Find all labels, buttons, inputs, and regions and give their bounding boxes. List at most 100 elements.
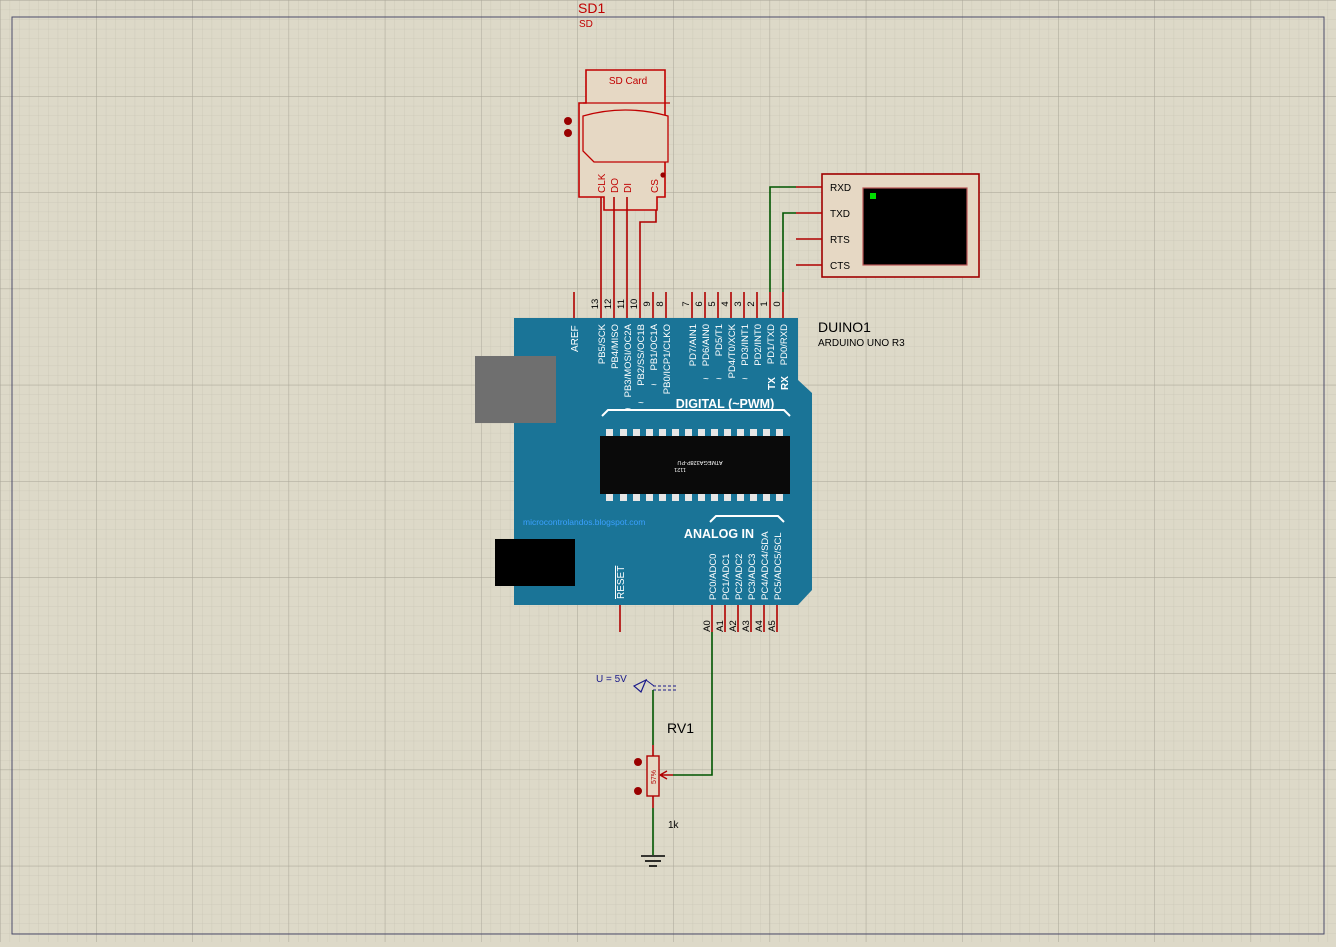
sd-ref-label: SD1 <box>578 0 605 16</box>
digital-bracket <box>601 409 791 417</box>
svg-text:~: ~ <box>703 374 709 385</box>
pot-position: 57% <box>651 770 658 784</box>
pot-button-down[interactable] <box>634 787 642 795</box>
svg-text:A2: A2 <box>728 620 739 632</box>
wire-rxd-tx <box>769 186 796 292</box>
svg-text:9: 9 <box>642 301 653 306</box>
supply-label: U = 5V <box>596 674 627 685</box>
sd-card-label: SD Card <box>609 76 647 87</box>
svg-text:PC5/ADC5/SCL: PC5/ADC5/SCL <box>773 532 784 600</box>
watermark-text: microcontrolandos.blogspot.com <box>523 517 645 527</box>
terminal-pin-cts: CTS <box>830 261 850 272</box>
sd-pin1-dot <box>660 172 666 178</box>
virtual-terminal[interactable]: RXD TXD RTS CTS <box>796 173 980 278</box>
svg-text:A5: A5 <box>767 620 778 632</box>
chip-body <box>600 436 790 494</box>
svg-text:~: ~ <box>651 380 657 391</box>
sd-led-1 <box>564 117 572 125</box>
svg-text:PC2/ADC2: PC2/ADC2 <box>734 554 745 600</box>
pin-reset: RESET <box>616 566 627 599</box>
svg-text:1: 1 <box>759 301 770 306</box>
chip-top-pins <box>606 429 783 437</box>
svg-text:6: 6 <box>694 301 705 306</box>
svg-text:~: ~ <box>638 398 644 409</box>
svg-text:4: 4 <box>720 301 731 306</box>
sd-pin-do: DO <box>610 178 621 193</box>
wire-cs-10 <box>639 210 657 292</box>
arduino-value-label: ARDUINO UNO R3 <box>818 338 905 349</box>
svg-text:0: 0 <box>772 301 783 306</box>
arduino-uno[interactable]: ATMEGA328P-PU 1121 DIGITAL (~PWM) ANALOG… <box>475 292 905 632</box>
svg-text:PC0/ADC0: PC0/ADC0 <box>708 554 719 600</box>
chip-label: ATMEGA328P-PU <box>677 459 722 465</box>
wire-wiper-a0 <box>673 632 713 776</box>
analog-pin-names: PC0/ADC0 PC1/ADC1 PC2/ADC2 PC3/ADC3 PC4/… <box>708 531 784 600</box>
supply-arrow-tail <box>645 679 655 687</box>
svg-text:8: 8 <box>655 301 666 306</box>
pwm-markers: ~ ~ ~ ~ ~ ~ <box>625 374 748 415</box>
svg-text:~: ~ <box>716 374 722 385</box>
pin-name-2: PD2/INT0 <box>753 324 764 366</box>
pin-name-5: PD5/T1 <box>714 324 725 356</box>
terminal-pin-rxd: RXD <box>830 183 851 194</box>
usb-connector <box>475 356 556 423</box>
pin-name-10: PB2/SS/OC1B <box>636 324 647 386</box>
pin-name-6: PD6/AIN0 <box>701 324 712 366</box>
svg-text:A4: A4 <box>754 620 765 632</box>
rx-label: RX <box>780 376 791 390</box>
wire-txd-rx <box>782 212 796 292</box>
atmega-chip: ATMEGA328P-PU 1121 <box>600 429 790 501</box>
sd-value-label: SD <box>579 19 593 30</box>
pot-ref-label: RV1 <box>667 720 694 736</box>
terminal-pin-txd: TXD <box>830 209 850 220</box>
analog-bracket <box>709 515 785 523</box>
sheet-border <box>11 16 1325 935</box>
svg-text:PC4/ADC4/SDA: PC4/ADC4/SDA <box>760 531 771 600</box>
pin-name-13: PB5/SCK <box>597 323 608 364</box>
pot-value-label: 1k <box>668 820 680 831</box>
pin-name-8: PB0/ICP1/CLKO <box>662 324 673 394</box>
digital-pin-names: PB5/SCK PB4/MISO PB3/MOSI/OC2A PB2/SS/OC… <box>597 323 790 397</box>
sd-card-component[interactable]: SD1 SD SD Card CLK DO DI CS <box>564 0 670 211</box>
svg-text:PC3/ADC3: PC3/ADC3 <box>747 554 758 600</box>
sd-led-2 <box>564 129 572 137</box>
pin-name-0: PD0/RXD <box>779 324 790 365</box>
svg-text:2: 2 <box>746 301 757 306</box>
power-jack <box>495 539 575 586</box>
sd-pin-di: DI <box>623 183 634 193</box>
svg-text:~: ~ <box>625 404 631 415</box>
digital-pin-stubs <box>573 292 784 318</box>
terminal-cursor <box>870 193 876 199</box>
svg-text:5: 5 <box>707 301 718 306</box>
sd-card-slot <box>582 109 669 163</box>
sd-pin-cs: CS <box>650 179 661 193</box>
sd-pin-clk: CLK <box>597 173 608 193</box>
pot-button-up[interactable] <box>634 758 642 766</box>
pin-name-7: PD7/AIN1 <box>688 324 699 366</box>
analog-pin-stubs <box>619 605 778 632</box>
pot-wiper-arrow-icon <box>659 770 673 780</box>
pin-name-11: PB3/MOSI/OC2A <box>623 323 634 397</box>
arduino-ref-label: DUINO1 <box>818 319 871 335</box>
pin-name-4: PD4/T0/XCK <box>727 323 738 378</box>
pin-name-1: PD1/TXD <box>766 324 777 364</box>
chip-bottom-pins <box>606 493 783 501</box>
svg-text:A3: A3 <box>741 620 752 632</box>
svg-text:11: 11 <box>616 299 627 309</box>
analog-title: ANALOG IN <box>684 527 754 541</box>
digital-pin-numbers: 13 12 11 10 9 8 7 6 5 4 3 2 1 0 <box>590 299 783 310</box>
svg-text:7: 7 <box>681 301 692 306</box>
pin-name-12: PB4/MISO <box>610 324 621 369</box>
terminal-pin-rts: RTS <box>830 235 850 246</box>
svg-text:PC1/ADC1: PC1/ADC1 <box>721 554 732 600</box>
svg-text:A0: A0 <box>702 620 713 632</box>
digital-title: DIGITAL (~PWM) <box>676 397 775 411</box>
svg-text:10: 10 <box>629 299 640 310</box>
svg-text:A1: A1 <box>715 620 726 632</box>
svg-text:3: 3 <box>733 301 744 306</box>
potentiometer-rv1[interactable]: U = 5V 57% RV1 1k <box>596 674 694 867</box>
supply-arrow-icon <box>632 678 648 693</box>
terminal-wires <box>769 186 796 292</box>
